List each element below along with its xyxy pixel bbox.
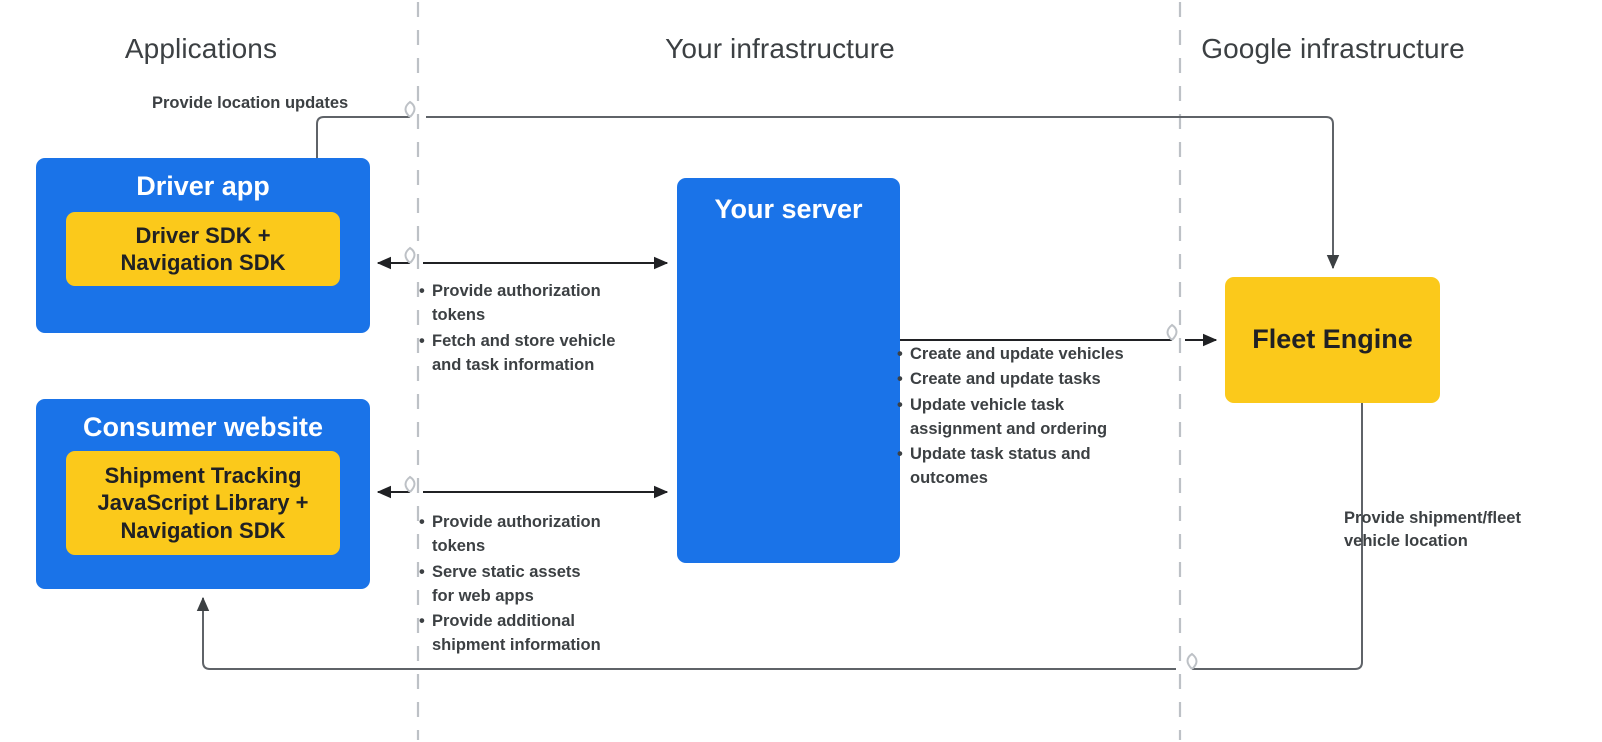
bullet-line-1: Provide additional (432, 612, 576, 630)
list-item: Serve static assets for web apps (419, 560, 649, 609)
bullet-line-1: Serve static assets (432, 562, 581, 581)
edge-bullets-server-to-fleet-engine: Create and update vehicles Create and up… (897, 342, 1157, 492)
list-item: Create and update vehicles (897, 342, 1157, 367)
node-your-server-title: Your server (714, 194, 863, 224)
list-item: Provide authorization tokens (419, 279, 649, 328)
bullet-line-2: shipment information (432, 636, 601, 655)
driver-sdk-label-line2: Navigation SDK (120, 250, 286, 276)
bullet-line-1: Create and update vehicles (910, 345, 1124, 363)
zone-heading-google-infrastructure: Google infrastructure (1201, 33, 1465, 64)
bullet-line-1: Update vehicle task (910, 395, 1065, 414)
edge-label-provide-shipment-fleet-vehicle-location: Provide shipment/fleet vehicle location (1344, 507, 1521, 554)
bullet-line-2: tokens (432, 537, 486, 556)
bullet-line-1: Update task status and (910, 445, 1091, 463)
node-consumer-website-library-badge: Shipment Tracking JavaScript Library + N… (66, 451, 340, 556)
list-item: Provide additional shipment information (419, 609, 649, 658)
edge-bullets-driver-to-server: Provide authorization tokens Fetch and s… (419, 279, 649, 378)
connector-driver-to-fleet-engine (316, 100, 1340, 270)
bullet-line-2: and task information (432, 355, 595, 374)
edge-label-line-1: Provide shipment/fleet (1344, 509, 1521, 527)
list-item: Create and update tasks (897, 367, 1157, 392)
edge-bullets-consumer-to-server: Provide authorization tokens Serve stati… (419, 510, 649, 659)
node-your-server[interactable]: Your server (677, 178, 900, 563)
bullet-line-2: assignment and ordering (910, 419, 1108, 438)
node-driver-app-sdk-badge: Driver SDK + Navigation SDK (66, 212, 340, 287)
bullet-line-1: Provide authorization (432, 282, 601, 300)
node-consumer-website[interactable]: Consumer website Shipment Tracking JavaS… (36, 399, 370, 589)
zone-heading-your-infrastructure: Your infrastructure (665, 33, 895, 64)
bullet-line-2: tokens (432, 306, 486, 325)
bullet-line-2: for web apps (432, 586, 534, 605)
edge-label-provide-location-updates: Provide location updates (152, 94, 349, 112)
shipment-tracking-label-line1: Shipment Tracking (104, 462, 302, 488)
node-driver-app[interactable]: Driver app Driver SDK + Navigation SDK (36, 158, 370, 333)
node-consumer-website-title: Consumer website (82, 412, 324, 442)
list-item: Fetch and store vehicle and task informa… (419, 329, 649, 378)
bullet-line-2: outcomes (910, 469, 988, 488)
connector-consumer-to-server (376, 475, 669, 499)
shipment-tracking-label-line3: Navigation SDK (120, 517, 286, 543)
shipment-tracking-label-line2: JavaScript Library + (97, 490, 309, 516)
node-driver-app-title: Driver app (136, 171, 270, 201)
list-item: Provide authorization tokens (419, 510, 649, 559)
list-item: Update vehicle task assignment and order… (897, 393, 1157, 442)
driver-sdk-label-line1: Driver SDK + (135, 222, 271, 248)
connector-driver-to-server (376, 246, 669, 270)
edge-label-line-2: vehicle location (1344, 532, 1468, 551)
node-fleet-engine-title: Fleet Engine (1252, 324, 1413, 355)
list-item: Update task status and outcomes (897, 442, 1157, 491)
zone-heading-applications: Applications (124, 33, 278, 64)
connector-fleet-engine-to-consumer (196, 403, 1363, 670)
bullet-line-1: Create and update tasks (910, 370, 1101, 389)
bullet-line-1: Fetch and store vehicle (432, 331, 616, 350)
bullet-line-1: Provide authorization (432, 513, 601, 531)
node-fleet-engine[interactable]: Fleet Engine (1225, 277, 1440, 403)
connector-server-to-fleet-engine (900, 323, 1218, 347)
